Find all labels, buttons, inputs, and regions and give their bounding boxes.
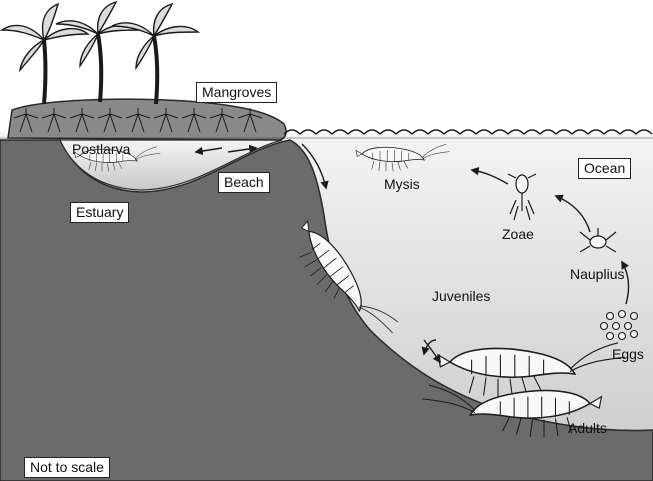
mysis-label: Mysis	[384, 177, 420, 191]
palm-tree-icon	[2, 4, 88, 104]
eggs-label: Eggs	[612, 347, 644, 361]
zoae-label: Zoae	[502, 227, 534, 241]
nauplius-label: Nauplius	[570, 267, 624, 281]
not-to-scale-note: Not to scale	[24, 457, 110, 478]
estuary-label: Estuary	[70, 202, 129, 223]
mangrove-island	[8, 99, 286, 140]
mangroves-label: Mangroves	[196, 82, 277, 103]
ocean-label: Ocean	[578, 158, 631, 179]
adults-label: Adults	[568, 421, 607, 435]
beach-label: Beach	[218, 172, 270, 193]
palm-tree-icon	[56, 2, 142, 102]
palm-tree-icon	[112, 4, 198, 104]
postlarva-label: Postlarva	[72, 142, 130, 156]
juveniles-label: Juveniles	[432, 289, 490, 303]
